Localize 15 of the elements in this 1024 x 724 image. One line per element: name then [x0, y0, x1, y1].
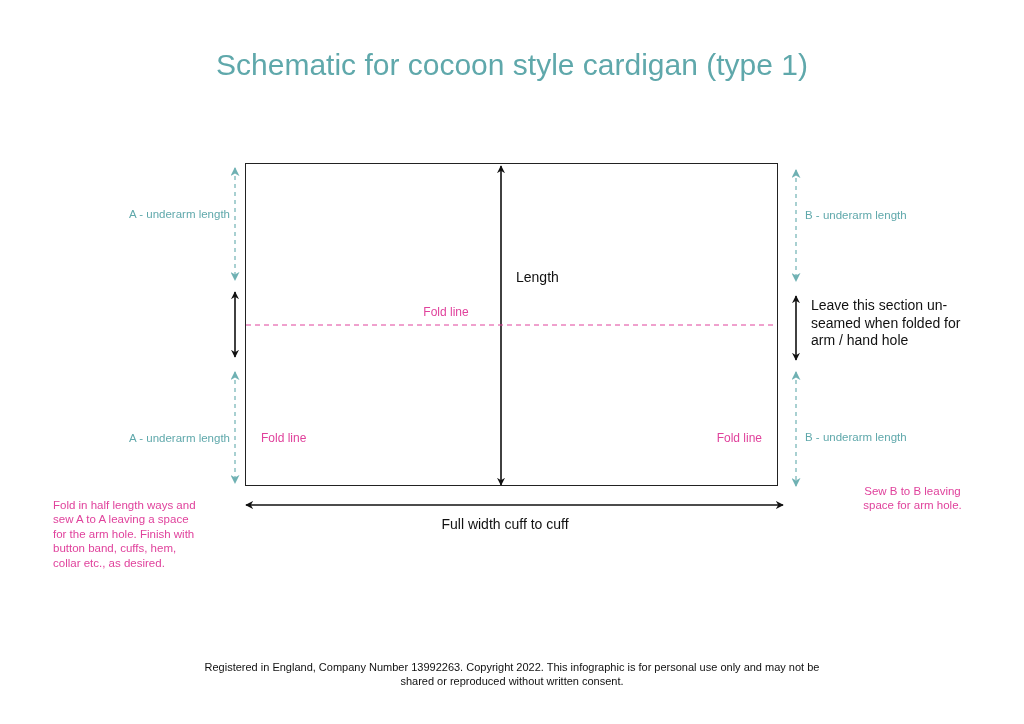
dimension-label: Full width cuff to cuff	[440, 516, 570, 534]
garment-panel	[245, 163, 778, 486]
fold-line-label: Fold line	[422, 305, 470, 320]
diagram-title: Schematic for cocoon style cardigan (type 1)	[215, 47, 809, 83]
copyright-notice: Registered in England, Company Number 13992263. Copyright 2022. This infographic is for personal use only and may not be shared or reproduced without written consent.	[203, 661, 821, 689]
fold-line-label: Fold line	[715, 431, 762, 446]
instruction-note: Fold in half length ways and sew A to A leaving a space for the arm hole. Finish with button band, cuffs, hem, collar etc., as desired.	[53, 498, 197, 570]
dimension-label: B - underarm length	[805, 208, 908, 223]
instruction-note: Leave this section un-seamed when folded for arm / hand hole	[811, 297, 962, 350]
instruction-note: Sew B to B leaving space for arm hole.	[862, 484, 963, 513]
dimension-label: A - underarm length	[128, 207, 230, 222]
dimension-label: B - underarm length	[805, 430, 908, 445]
dimension-label: A - underarm length	[128, 431, 230, 446]
dimension-label: Length	[516, 269, 560, 287]
fold-line-label: Fold line	[261, 431, 308, 446]
